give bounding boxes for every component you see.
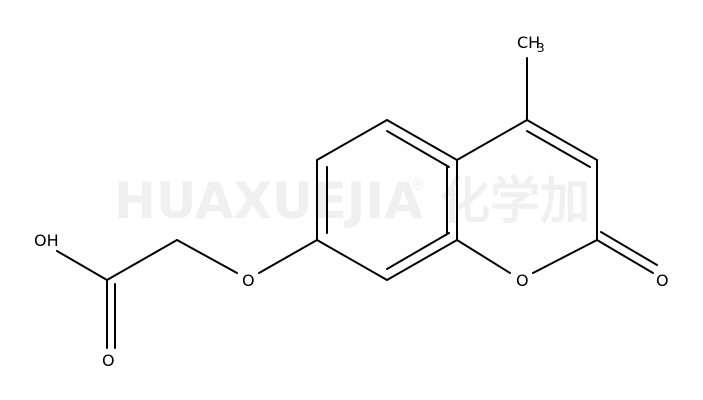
bond-c5-c6 <box>316 119 388 161</box>
acid-hydroxyl-label: OH <box>34 231 59 250</box>
ring-oxygen-label: O <box>516 271 529 290</box>
methyl-subscript: 3 <box>537 41 545 55</box>
watermark-latin: HUAXUEJIA <box>114 172 423 230</box>
ether-oxygen-label: O <box>242 271 255 290</box>
bond-c2-carbonyl <box>596 239 654 274</box>
watermark-chinese: 化学加 <box>440 172 590 230</box>
bond-c7-c8 <box>316 239 388 281</box>
bond-c7-ether-o <box>258 239 318 274</box>
bond-c4-c3 <box>526 119 598 161</box>
carbonyl-oxygen-label: O <box>656 271 669 290</box>
bond-c4a-c5 <box>386 119 458 161</box>
bond-c2-o1 <box>532 239 598 274</box>
bond-c8-c8a <box>386 239 458 281</box>
bond-c4-c4a <box>456 119 528 161</box>
acid-carbonyl-oxygen-label: O <box>102 351 115 370</box>
bonds <box>56 57 658 349</box>
bond-c2-carbonyl-second <box>600 231 658 266</box>
bond-c4a-c5-inner <box>386 130 450 168</box>
watermark-registered-mark: ® <box>410 175 426 194</box>
bond-o1-c8a <box>456 239 511 274</box>
bond-c8-c8a-inner <box>386 232 450 270</box>
atom-labels: CH 3 O O O OH O <box>34 33 669 370</box>
methyl-label: CH <box>517 33 540 52</box>
bond-ether-o-ch2 <box>176 239 238 274</box>
bond-c4-c3-inner <box>526 130 591 168</box>
bond-ch2-carboxyl-c <box>106 239 178 281</box>
watermark: HUAXUEJIA ® 化学加 <box>114 172 590 230</box>
bond-carboxyl-oh <box>56 250 108 281</box>
